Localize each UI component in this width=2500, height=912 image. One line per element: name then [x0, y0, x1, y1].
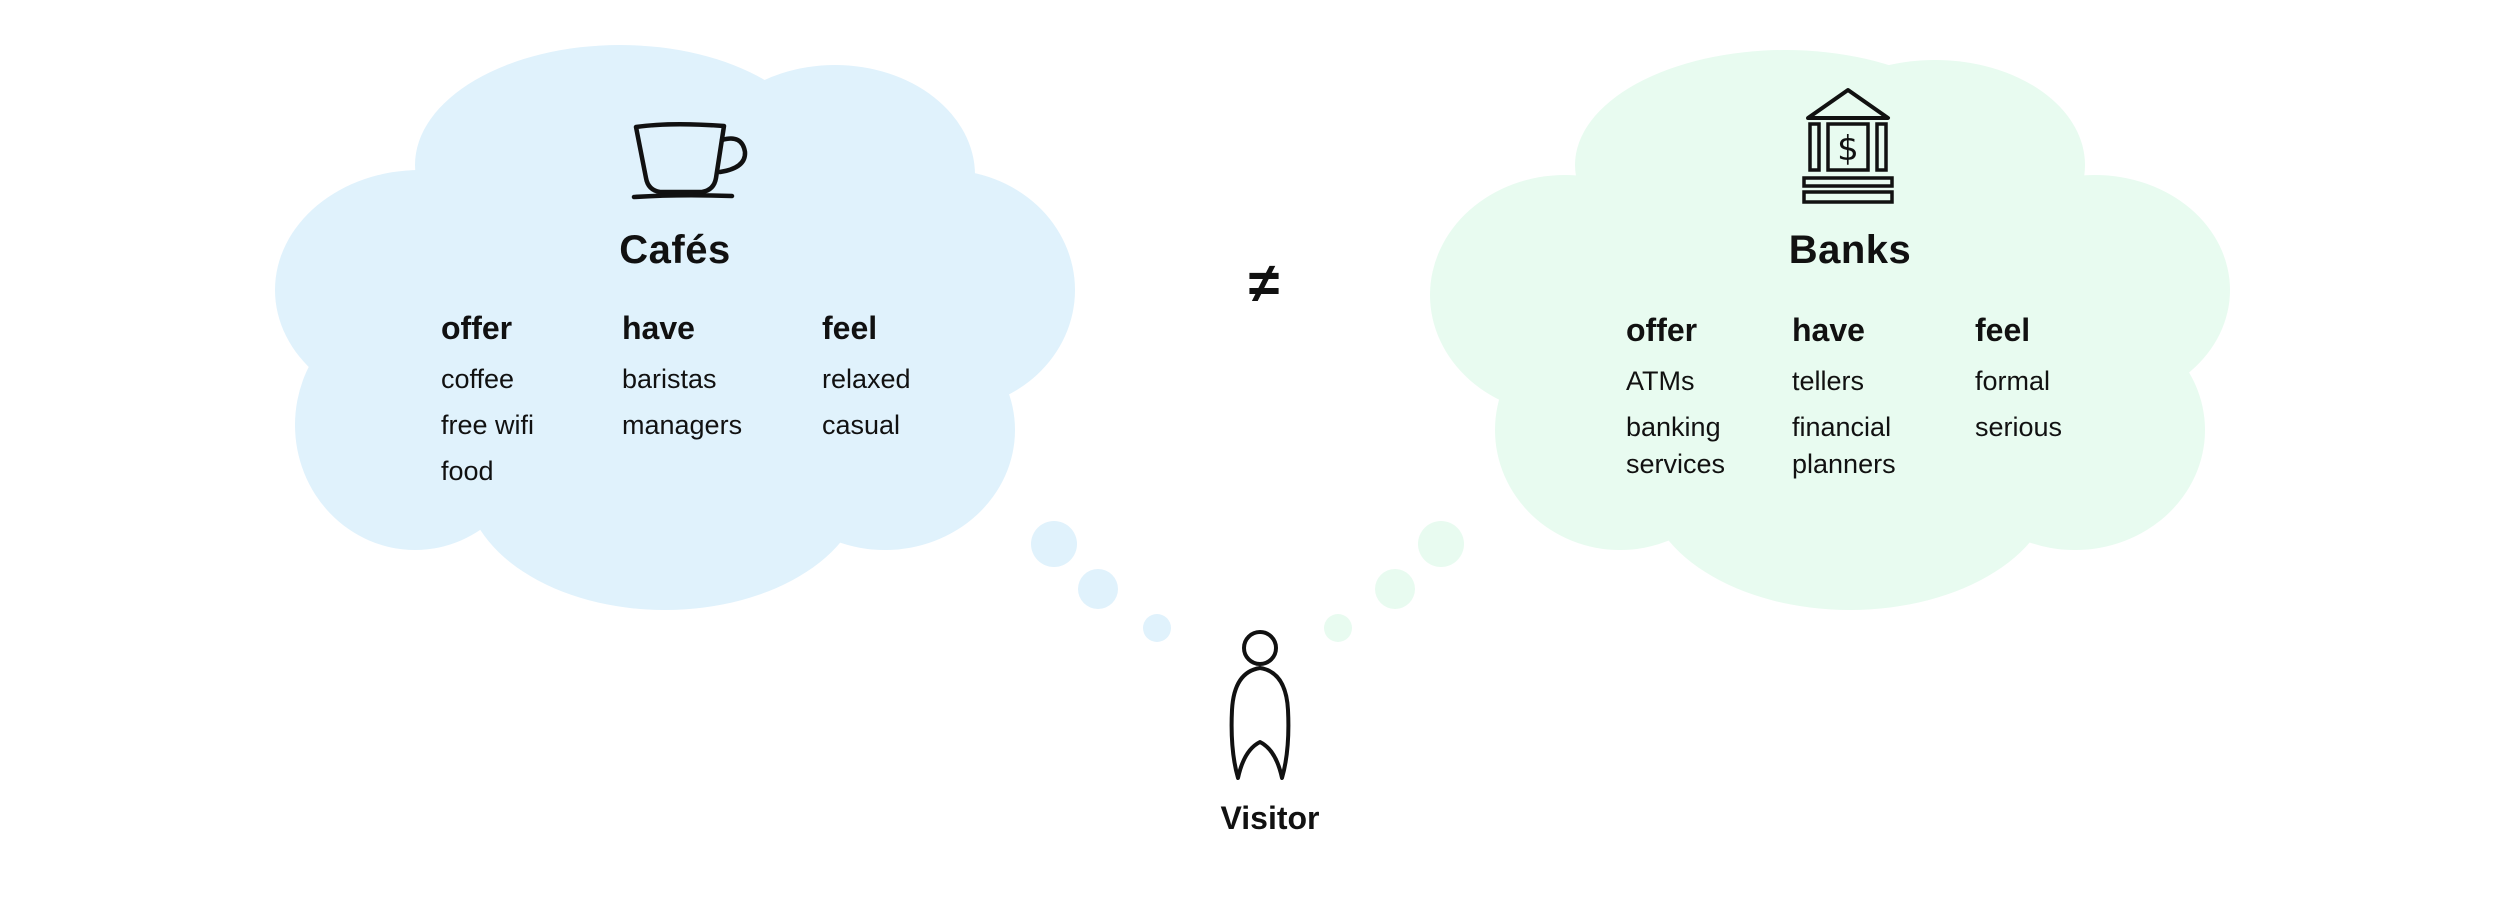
not-equal-symbol: ≠	[1248, 251, 1280, 314]
banks-offer-item: ATMs	[1626, 366, 1695, 396]
person-icon	[1229, 630, 1291, 780]
cafes-feel-heading: feel	[822, 310, 878, 346]
banks-column-offer: offer ATMs banking services	[1626, 312, 1766, 492]
cafes-thought-bubbles	[1031, 521, 1171, 642]
banks-have-item: tellers	[1792, 366, 1865, 396]
banks-offer-item: banking services	[1626, 412, 1726, 479]
banks-thought-bubbles	[1324, 521, 1464, 642]
banks-feel-heading: feel	[1975, 312, 2031, 348]
cafes-offer-item: food	[441, 456, 494, 486]
banks-have-item: financial planners	[1792, 412, 1896, 479]
banks-title: Banks	[1788, 228, 1912, 272]
cafes-cloud	[275, 45, 1075, 610]
cafes-column-have: have baristas managers	[622, 310, 792, 453]
banks-have-heading: have	[1792, 312, 1865, 348]
svg-text:$: $	[1837, 129, 1859, 169]
cafes-title: Cafés	[619, 228, 731, 272]
banks-feel-item: serious	[1975, 412, 2063, 442]
cafes-offer-heading: offer	[441, 310, 513, 346]
banks-feel-item: formal	[1975, 366, 2051, 396]
coffee-cup-icon	[631, 121, 748, 200]
cafes-offer-item: coffee	[441, 364, 515, 394]
cafes-have-item: managers	[622, 410, 743, 440]
cafes-have-heading: have	[622, 310, 695, 346]
bank-building-icon: $	[1802, 88, 1894, 204]
banks-offer-heading: offer	[1626, 312, 1698, 348]
cafes-offer-item: free wifi	[441, 410, 535, 440]
cafes-feel-item: relaxed	[822, 364, 911, 394]
banks-column-feel: feel formal serious	[1975, 312, 2145, 455]
cafes-have-item: baristas	[622, 364, 717, 394]
cafes-column-offer: offer coffee free wifi food	[441, 310, 611, 499]
visitor-label: Visitor	[1220, 800, 1320, 836]
banks-column-have: have tellers financial planners	[1792, 312, 1942, 492]
cafes-feel-item: casual	[822, 410, 901, 440]
cafes-column-feel: feel relaxed casual	[822, 310, 992, 453]
banks-cloud	[1430, 50, 2230, 610]
